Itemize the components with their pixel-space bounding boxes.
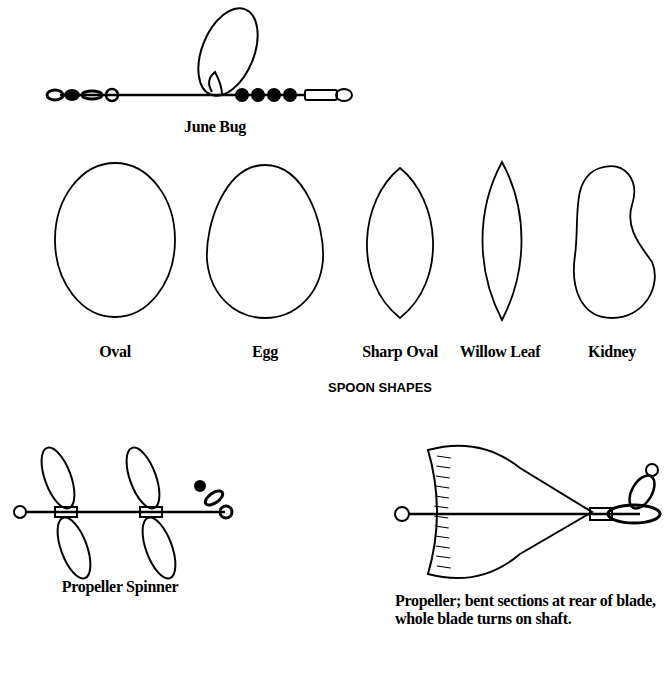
shape-name: Egg [252,343,278,361]
blade-hatch [434,506,448,508]
propeller-spinner-lure [14,443,232,582]
propeller-lure [395,446,660,578]
blade-hatch [436,466,450,468]
shape-name: Sharp Oval [362,343,438,361]
blade-hatch [437,456,451,458]
blade-hatch [434,516,448,518]
blade-hatch [435,526,449,528]
lure-name: Propeller Spinner [62,578,179,596]
blade-hatch [435,496,449,498]
shape-name: Oval [99,343,131,361]
blade-hatch [435,486,449,488]
shape-name: Kidney [588,343,636,361]
lure-note: Propeller; bent sections at rear of blad… [395,592,665,629]
shape-name: Willow Leaf [460,343,540,361]
blade-hatch [436,546,450,548]
blade-hatch [436,556,450,558]
blade-hatch [436,476,450,478]
june-bug-lure [47,0,352,104]
blade-hatch [435,536,449,538]
blade-hatch [437,566,451,568]
section-heading: SPOON SHAPES [328,380,432,395]
lure-name: June Bug [184,118,246,136]
spoon-shapes [55,162,655,320]
